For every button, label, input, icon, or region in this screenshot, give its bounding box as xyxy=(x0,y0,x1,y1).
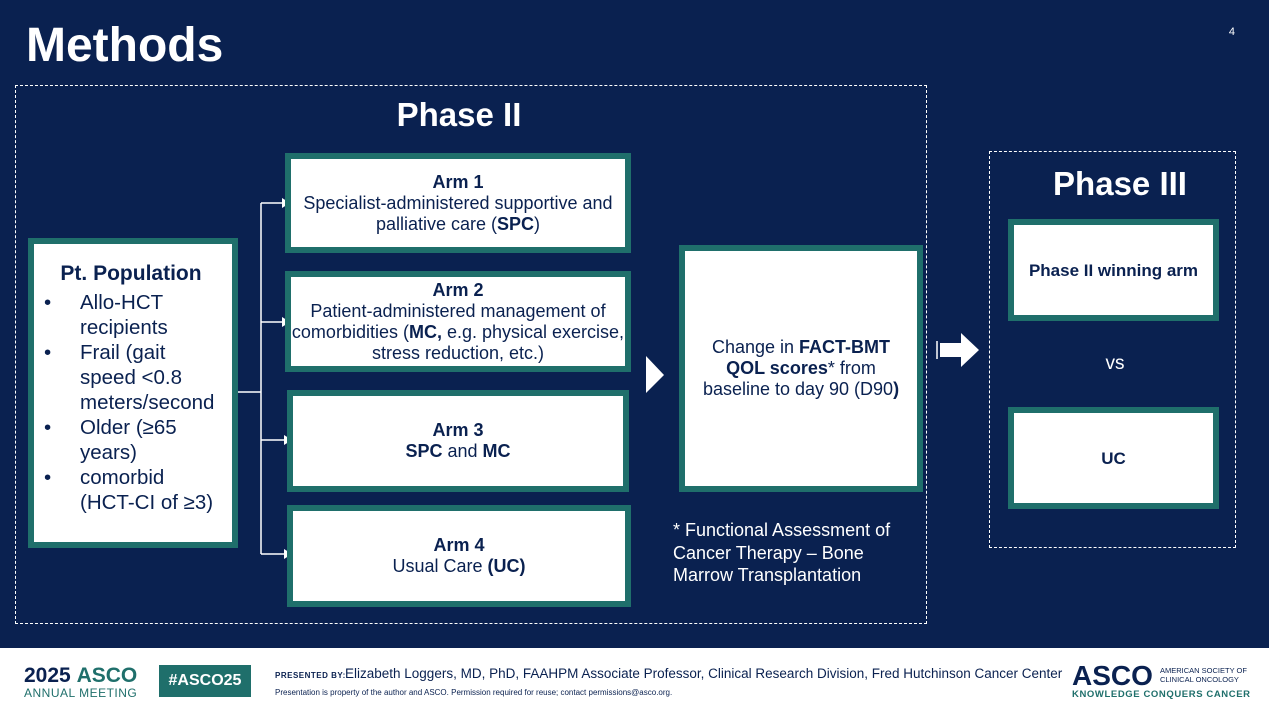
connector-lines xyxy=(238,198,979,559)
arm2-box: Arm 2 Patient-administered management of… xyxy=(285,271,631,372)
arm2-title: Arm 2 xyxy=(432,279,484,300)
population-list: Allo-HCT recipients Frail (gait speed <0… xyxy=(40,290,222,515)
hashtag-badge: #ASCO25 xyxy=(159,665,251,697)
outcome-box: Change in FACT-BMT QOL scores* from base… xyxy=(679,245,923,492)
list-item: comorbid (HCT-CI of ≥3) xyxy=(40,465,222,515)
outcome-text: Change in FACT-BMT QOL scores* from base… xyxy=(702,337,900,399)
block-arrow-to-phase3 xyxy=(936,333,979,367)
presenter-info: Elizabeth Loggers, MD, PhD, FAAHPM Assoc… xyxy=(345,666,1063,681)
phase3-title: Phase III xyxy=(1053,165,1187,202)
arm4-description: Usual Care (UC) xyxy=(392,556,526,576)
vs-label: vs xyxy=(1105,353,1125,374)
arm3-description: SPC and MC xyxy=(405,441,511,461)
arm4-title: Arm 4 xyxy=(433,535,485,555)
arm3-title: Arm 3 xyxy=(432,420,484,440)
arm4-box: Arm 4 Usual Care (UC) xyxy=(287,505,631,607)
slide: Methods 4 Phase II Phase III Pt. Popul xyxy=(0,0,1269,648)
phase3-container xyxy=(989,151,1236,548)
population-box: Pt. Population Allo-HCT recipients Frail… xyxy=(28,238,238,548)
phase3-winning-arm-box: Phase II winning arm xyxy=(1008,219,1219,321)
phase3-uc-box: UC xyxy=(1008,407,1219,509)
list-item: Allo-HCT recipients xyxy=(40,290,222,340)
page-number: 4 xyxy=(1228,26,1235,38)
meeting-logo: 2025 ASCO xyxy=(24,664,138,687)
arm1-box: Arm 1 Specialist-administered supportive… xyxy=(285,153,631,253)
footer: 2025 ASCO ANNUAL MEETING #ASCO25 PRESENT… xyxy=(0,648,1269,722)
arm1-title: Arm 1 xyxy=(432,171,484,192)
arm3-box: Arm 3 SPC and MC xyxy=(287,390,629,492)
triangle-arrow-to-outcome xyxy=(646,356,664,393)
disclaimer: Presentation is property of the author a… xyxy=(275,688,673,697)
footnote: * Functional Assessment of Cancer Therap… xyxy=(673,520,891,585)
list-item: Older (≥65 years) xyxy=(40,415,222,465)
asco-tagline: KNOWLEDGE CONQUERS CANCER xyxy=(1072,689,1251,700)
asco-logo: ASCO xyxy=(1072,660,1153,691)
arm1-description: Specialist-administered supportive and p… xyxy=(303,192,613,234)
asco-logo-subtitle: AMERICAN SOCIETY OF CLINICAL ONCOLOGY xyxy=(1160,666,1247,684)
phase2-title: Phase II xyxy=(396,96,522,133)
list-item: Frail (gait speed <0.8 meters/second xyxy=(40,340,222,415)
slide-title: Methods xyxy=(26,19,224,72)
phase2-container xyxy=(15,85,927,624)
meeting-subtitle: ANNUAL MEETING xyxy=(24,686,138,700)
population-title: Pt. Population xyxy=(60,262,202,285)
presented-by-label: PRESENTED BY: xyxy=(275,671,346,680)
arm2-description: Patient-administered management of comor… xyxy=(291,300,625,363)
